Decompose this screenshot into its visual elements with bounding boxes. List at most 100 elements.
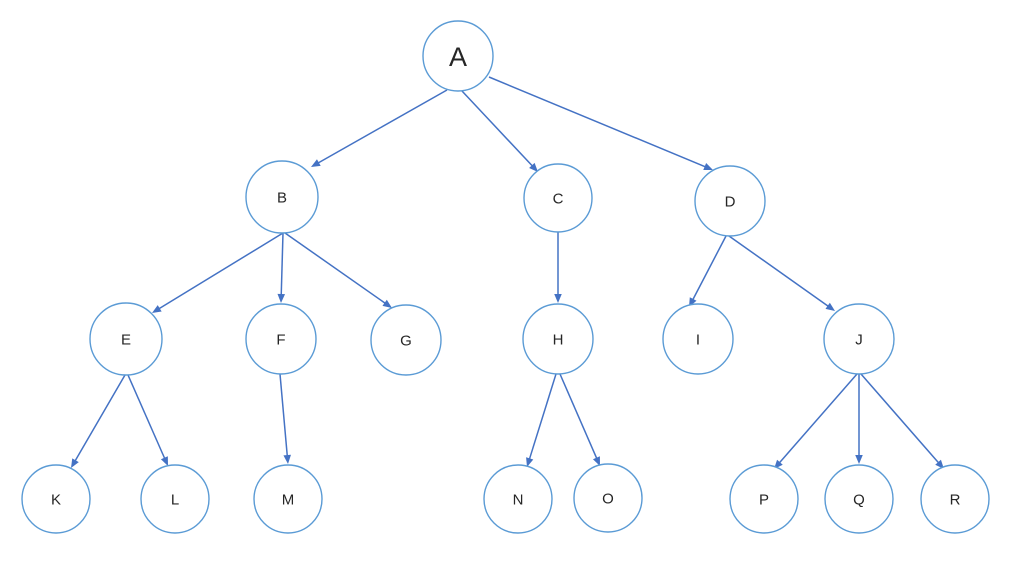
arrowhead-icon: [71, 458, 79, 468]
arrowhead-icon: [554, 294, 562, 303]
arrowhead-icon: [855, 455, 863, 464]
node-f[interactable]: F: [245, 303, 317, 375]
node-circle[interactable]: [823, 303, 895, 375]
arrowhead-icon: [311, 159, 321, 167]
nodes-layer: A B C D E F G H I J K L M N O P Q R: [21, 20, 990, 534]
node-label: J: [855, 332, 863, 349]
edge-line: [860, 373, 940, 464]
edge-line: [778, 373, 858, 464]
edge-j-to-r: [860, 373, 944, 469]
node-label: E: [121, 332, 131, 349]
node-circle[interactable]: [253, 464, 323, 534]
edge-line: [728, 235, 830, 308]
arrowhead-icon: [152, 305, 162, 313]
node-circle[interactable]: [824, 464, 894, 534]
edge-line: [127, 374, 166, 460]
node-p[interactable]: P: [729, 464, 799, 534]
node-circle[interactable]: [245, 160, 319, 234]
arrowhead-icon: [160, 456, 168, 466]
node-label: G: [400, 333, 412, 350]
node-circle[interactable]: [573, 463, 643, 533]
node-circle[interactable]: [729, 464, 799, 534]
node-i[interactable]: I: [662, 303, 734, 375]
edge-j-to-q: [855, 374, 863, 464]
edge-line: [461, 90, 534, 167]
edge-b-to-f: [277, 232, 286, 303]
node-c[interactable]: C: [523, 163, 593, 233]
node-circle[interactable]: [920, 464, 990, 534]
node-l[interactable]: L: [140, 464, 210, 534]
node-label: A: [449, 42, 467, 72]
edge-line: [528, 373, 557, 460]
node-label: D: [725, 194, 736, 211]
edge-a-to-b: [311, 89, 448, 167]
edge-e-to-l: [127, 374, 168, 466]
node-circle[interactable]: [89, 302, 163, 376]
arrowhead-icon: [382, 299, 392, 308]
node-label: P: [759, 492, 769, 509]
edges-layer: [71, 76, 944, 469]
node-circle[interactable]: [694, 165, 766, 237]
node-circle[interactable]: [662, 303, 734, 375]
node-label: N: [513, 492, 524, 509]
edge-f-to-m: [279, 373, 291, 464]
edge-line: [279, 373, 289, 457]
edge-e-to-k: [71, 374, 126, 468]
edge-d-to-i: [689, 235, 727, 307]
node-o[interactable]: O: [573, 463, 643, 533]
edge-a-to-d: [488, 76, 713, 171]
node-circle[interactable]: [523, 163, 593, 233]
arrowhead-icon: [703, 163, 713, 171]
arrowhead-icon: [529, 162, 538, 172]
node-e[interactable]: E: [89, 302, 163, 376]
node-a[interactable]: A: [422, 20, 494, 92]
node-circle[interactable]: [422, 20, 494, 92]
node-circle[interactable]: [522, 303, 594, 375]
edge-c-to-h: [554, 232, 562, 303]
node-label: H: [553, 332, 564, 349]
node-label: R: [950, 492, 961, 509]
edge-line: [488, 76, 707, 168]
node-label: Q: [853, 492, 865, 509]
node-j[interactable]: J: [823, 303, 895, 375]
node-k[interactable]: K: [21, 464, 91, 534]
node-circle[interactable]: [140, 464, 210, 534]
node-label: B: [277, 190, 287, 207]
node-r[interactable]: R: [920, 464, 990, 534]
node-b[interactable]: B: [245, 160, 319, 234]
node-label: L: [171, 492, 179, 509]
node-label: O: [602, 491, 614, 508]
arrowhead-icon: [277, 293, 286, 303]
node-circle[interactable]: [370, 304, 442, 376]
edge-b-to-g: [284, 232, 392, 308]
edge-line: [158, 232, 284, 310]
edge-line: [691, 235, 727, 301]
edge-line: [559, 373, 598, 460]
edge-d-to-j: [728, 235, 835, 311]
edge-line: [284, 232, 387, 305]
arrowhead-icon: [283, 454, 291, 464]
node-q[interactable]: Q: [824, 464, 894, 534]
edge-b-to-e: [152, 232, 284, 313]
node-label: M: [282, 492, 295, 509]
arrowhead-icon: [526, 457, 534, 467]
node-n[interactable]: N: [483, 464, 553, 534]
arrowhead-icon: [825, 302, 835, 311]
node-label: I: [696, 332, 700, 349]
node-circle[interactable]: [21, 464, 91, 534]
node-m[interactable]: M: [253, 464, 323, 534]
node-d[interactable]: D: [694, 165, 766, 237]
edge-line: [74, 374, 126, 462]
node-h[interactable]: H: [522, 303, 594, 375]
edge-h-to-n: [526, 373, 557, 467]
arrowhead-icon: [592, 456, 600, 466]
arrowhead-icon: [935, 459, 944, 469]
node-label: C: [553, 191, 564, 208]
node-circle[interactable]: [483, 464, 553, 534]
node-g[interactable]: G: [370, 304, 442, 376]
edge-h-to-o: [559, 373, 600, 466]
node-circle[interactable]: [245, 303, 317, 375]
edge-j-to-p: [774, 373, 858, 469]
